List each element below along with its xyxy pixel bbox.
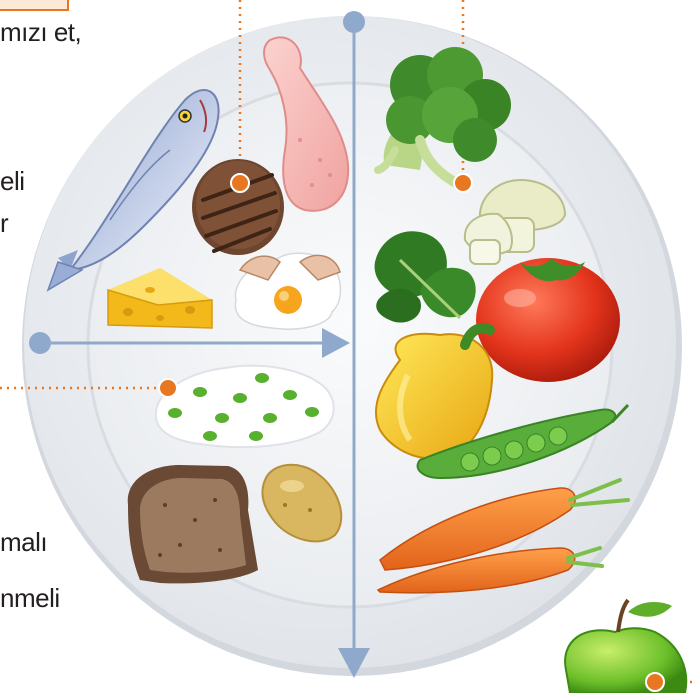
- egg: [235, 253, 340, 329]
- tomato: [476, 258, 620, 382]
- apple: [565, 600, 686, 693]
- label-box-fragment: [0, 0, 68, 10]
- side-text-line-1: mızı et,: [0, 17, 81, 48]
- side-text-line-4: malı: [0, 527, 47, 558]
- side-text-line-3: r: [0, 208, 8, 239]
- side-text-line-5: nmeli: [0, 583, 60, 614]
- side-text-line-2: eli: [0, 166, 25, 197]
- bread: [128, 465, 258, 583]
